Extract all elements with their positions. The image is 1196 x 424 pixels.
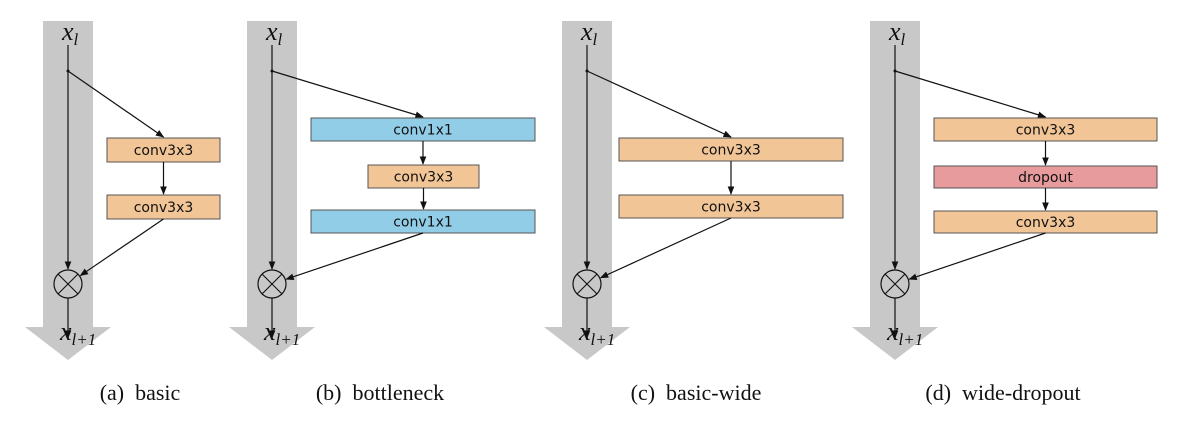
input-subscript: l <box>278 30 283 49</box>
branch-arrow <box>586 70 732 138</box>
block-rect <box>106 194 221 220</box>
merge-arrow <box>285 232 424 280</box>
block-conv3x3: conv3x3 <box>618 194 844 219</box>
skip-column-arrowhead <box>25 327 111 360</box>
panel-caption: (a) basic <box>100 380 181 405</box>
panel-caption: (b) bottleneck <box>316 380 444 405</box>
output-subscript: l+1 <box>899 330 924 349</box>
block-label: conv3x3 <box>394 170 454 186</box>
block-label: conv1x1 <box>393 215 453 231</box>
skip-column-arrowhead <box>852 327 938 360</box>
combine-cross <box>884 273 906 295</box>
merge-arrow <box>599 217 732 279</box>
block-conv1x1: conv1x1 <box>310 209 536 234</box>
combine-cross <box>57 273 79 295</box>
output-subscript: l+1 <box>591 330 616 349</box>
block-dropout: dropout <box>933 165 1158 189</box>
combine-cross <box>261 273 283 295</box>
input-subscript: l <box>593 30 598 49</box>
block-label: conv3x3 <box>701 143 761 159</box>
block-label: conv3x3 <box>134 143 194 159</box>
block-label: conv3x3 <box>134 200 194 216</box>
merge-arrow <box>908 232 1046 280</box>
combine-cross <box>576 273 598 295</box>
branch-arrow <box>894 70 1047 119</box>
branch-arrow <box>271 70 424 119</box>
block-conv3x3: conv3x3 <box>106 194 221 220</box>
block-label: conv1x1 <box>393 123 453 139</box>
input-subscript: l <box>901 30 906 49</box>
block-label: conv3x3 <box>1016 123 1076 139</box>
merge-arrow <box>79 218 164 277</box>
skip-column-arrowhead <box>229 327 315 360</box>
panel-caption: (d) wide-dropout <box>925 380 1080 405</box>
block-conv1x1: conv1x1 <box>310 117 536 142</box>
output-subscript: l+1 <box>276 330 301 349</box>
block-conv3x3: conv3x3 <box>367 164 480 189</box>
input-subscript: l <box>74 30 79 49</box>
block-label: dropout <box>1018 170 1073 186</box>
panel-caption: (c) basic-wide <box>631 380 762 405</box>
block-label: conv3x3 <box>701 200 761 216</box>
block-conv3x3: conv3x3 <box>933 210 1158 234</box>
block-conv3x3: conv3x3 <box>106 137 221 163</box>
branch-arrow <box>67 70 165 138</box>
output-subscript: l+1 <box>72 330 97 349</box>
block-conv3x3: conv3x3 <box>933 117 1158 142</box>
skip-column-arrowhead <box>544 327 630 360</box>
block-label: conv3x3 <box>1016 215 1076 231</box>
block-conv3x3: conv3x3 <box>618 137 844 162</box>
